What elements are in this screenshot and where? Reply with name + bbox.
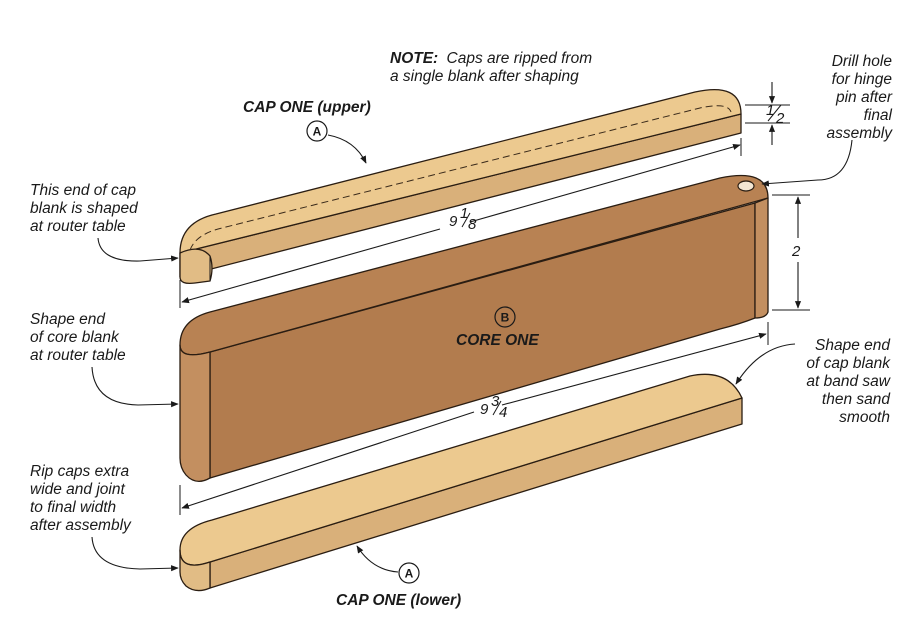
drill-line-4: final bbox=[864, 107, 893, 124]
cap-upper-letter: A bbox=[313, 125, 322, 139]
cap-length-whole: 9 bbox=[449, 213, 458, 230]
cap-upper-rip-line bbox=[189, 105, 732, 251]
core-piece bbox=[179, 174, 769, 482]
dimension-cap-thickness: 1 2 bbox=[745, 82, 790, 145]
cap-router-line-1: This end of cap bbox=[30, 182, 136, 199]
drill-line-2: for hinge bbox=[832, 71, 893, 88]
cap-router-line-2: blank is shaped bbox=[30, 200, 139, 217]
core-router-line-1: Shape end bbox=[30, 311, 106, 328]
bandsaw-line-5: smooth bbox=[839, 409, 890, 426]
note-line-2: a single blank after shaping bbox=[390, 68, 579, 85]
rip-line-4: after assembly bbox=[30, 517, 132, 534]
bandsaw-line-2: of cap blank bbox=[806, 355, 891, 372]
cap-thickness-num: 1 bbox=[766, 102, 774, 119]
hinge-pin-hole bbox=[737, 180, 755, 192]
callout-cap-end-bandsaw: Shape end of cap blank at band saw then … bbox=[735, 337, 892, 426]
drill-line-1: Drill hole bbox=[832, 53, 893, 70]
part-label-core: B CORE ONE bbox=[456, 306, 539, 349]
cap-upper-label: CAP ONE (upper) bbox=[243, 99, 371, 116]
bandsaw-line-3: at band saw bbox=[806, 373, 891, 390]
core-label: CORE ONE bbox=[456, 332, 539, 349]
bandsaw-line-4: then sand bbox=[822, 391, 891, 408]
cap-upper-top-face bbox=[179, 88, 742, 254]
note-block: NOTE: Caps are ripped from a single blan… bbox=[390, 50, 592, 85]
rip-line-1: Rip caps extra bbox=[30, 463, 129, 480]
core-length-den: 4 bbox=[499, 404, 507, 421]
cap-lower-label: CAP ONE (lower) bbox=[336, 592, 461, 609]
core-height-value: 2 bbox=[791, 243, 801, 260]
callout-drill-hole: Drill hole for hinge pin after final ass… bbox=[761, 53, 894, 187]
cap-upper-rounded-end bbox=[179, 248, 213, 285]
part-label-cap-upper: CAP ONE (upper) A bbox=[243, 99, 371, 164]
dimension-core-height: 2 bbox=[772, 194, 810, 311]
cap-router-line-3: at router table bbox=[30, 218, 126, 235]
core-rounded-end bbox=[179, 344, 211, 482]
callout-rip-caps: Rip caps extra wide and joint to final w… bbox=[30, 463, 179, 572]
cap-lower-rounded-end bbox=[179, 549, 211, 592]
drill-line-3: pin after bbox=[835, 89, 893, 106]
bandsaw-line-1: Shape end bbox=[815, 337, 891, 354]
core-router-line-3: at router table bbox=[30, 347, 126, 364]
callout-core-end-router: Shape end of core blank at router table bbox=[30, 311, 179, 408]
dimension-cap-length: 9 1 8 bbox=[179, 138, 742, 308]
rip-line-3: to final width bbox=[30, 499, 116, 516]
dimension-core-length: 9 3 4 bbox=[179, 322, 769, 515]
cap-upper-piece bbox=[179, 88, 742, 285]
part-label-cap-lower: A CAP ONE (lower) bbox=[336, 545, 461, 609]
core-right-end bbox=[754, 197, 769, 319]
cap-thickness-den: 2 bbox=[775, 110, 785, 127]
cap-lower-piece bbox=[179, 373, 743, 592]
cap-lower-letter: A bbox=[405, 567, 414, 581]
core-length-whole: 9 bbox=[480, 401, 489, 418]
core-letter-circle bbox=[494, 306, 516, 328]
drill-line-5: assembly bbox=[827, 125, 894, 142]
core-length-num: 3 bbox=[491, 393, 500, 410]
note-line-1: NOTE: Caps are ripped from bbox=[390, 50, 592, 67]
cap-upper-letter-circle bbox=[306, 120, 328, 142]
cap-length-num: 1 bbox=[460, 205, 468, 222]
cap-length-den: 8 bbox=[468, 216, 477, 233]
core-letter: B bbox=[501, 311, 510, 325]
callout-cap-end-router: This end of cap blank is shaped at route… bbox=[30, 182, 179, 262]
cap-lower-letter-circle bbox=[398, 562, 420, 584]
rip-line-2: wide and joint bbox=[30, 481, 125, 498]
core-router-line-2: of core blank bbox=[30, 329, 120, 346]
